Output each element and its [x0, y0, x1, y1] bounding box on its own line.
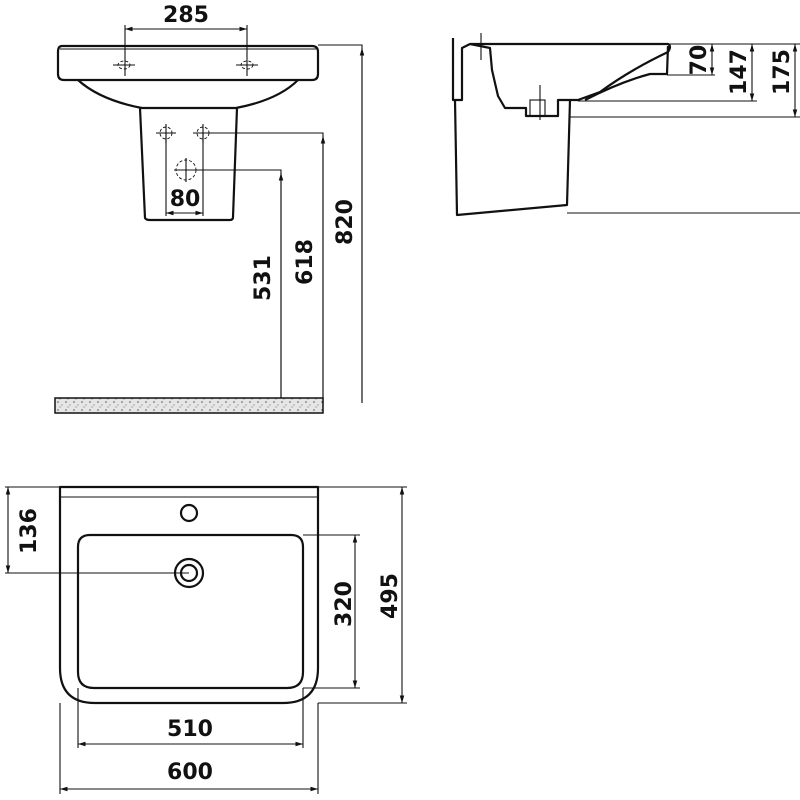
dim-70: 70 [687, 45, 712, 76]
tap-hole-left [113, 60, 135, 70]
front-view: 285 80 531 618 820 [54, 3, 365, 414]
dim-285: 285 [163, 3, 209, 28]
dim-136: 136 [17, 508, 42, 554]
top-view: 136 320 495 510 600 [5, 485, 407, 794]
pedestal [138, 107, 239, 222]
dim-600: 600 [167, 760, 213, 785]
dim-147: 147 [727, 49, 752, 95]
tap-hole [179, 503, 199, 523]
basin-bowl [77, 79, 299, 110]
dim-510: 510 [167, 717, 213, 742]
dim-175: 175 [770, 49, 795, 95]
inner-bowl [76, 533, 305, 690]
side-pedestal [453, 99, 572, 217]
dim-820: 820 [333, 199, 358, 245]
dim-495: 495 [378, 573, 403, 619]
basin-rim [56, 44, 320, 82]
dim-618: 618 [293, 239, 318, 285]
dim-320: 320 [332, 581, 357, 627]
dim-531: 531 [251, 255, 276, 301]
side-view: 70 147 175 [451, 33, 800, 217]
floor [54, 397, 324, 414]
dim-80: 80 [170, 187, 201, 212]
basin-outline [58, 485, 320, 705]
